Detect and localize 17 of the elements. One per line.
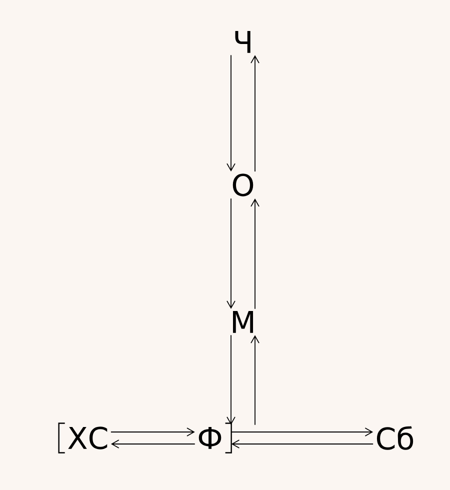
arrow	[110, 428, 195, 436]
arrow	[250, 335, 260, 426]
letter-label: ХС	[68, 426, 108, 450]
arrow	[226, 334, 236, 425]
arrow	[226, 198, 236, 309]
letter-label: М	[233, 311, 254, 333]
square-brackets	[58, 422, 232, 454]
arrow	[231, 440, 374, 448]
letter-label: Сб	[376, 426, 414, 450]
arrow	[250, 198, 260, 310]
arrow	[230, 428, 374, 436]
letter-label: О	[232, 174, 254, 196]
arrow	[250, 55, 260, 172]
letter-label: Ф	[198, 427, 222, 449]
arrow	[226, 54, 236, 172]
letter-label: Ч	[235, 31, 250, 53]
arrow	[110, 440, 196, 448]
